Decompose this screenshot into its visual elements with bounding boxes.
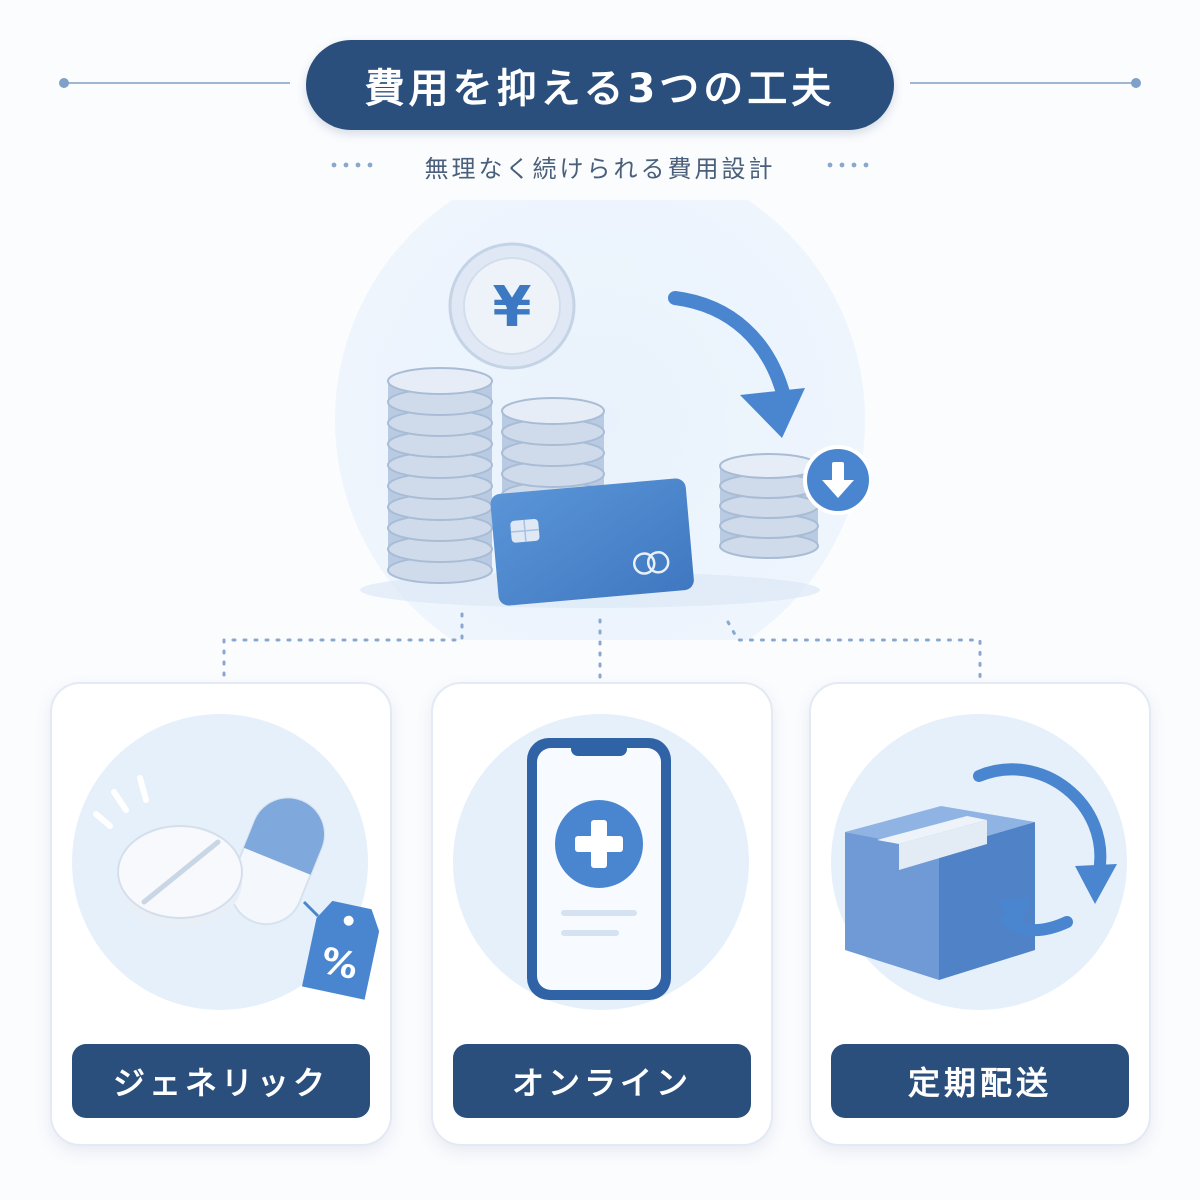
box-with-cycle-arrows-icon — [831, 714, 1127, 1010]
yen-coin-icon: ¥ — [448, 242, 576, 370]
curved-arrow-icon — [668, 291, 805, 438]
page-subtitle: 無理なく続けられる費用設計 — [424, 154, 776, 183]
dotted-connectors — [222, 612, 982, 684]
down-arrow-badge-icon — [803, 445, 870, 515]
credit-card-icon — [490, 478, 694, 606]
coin-stack-tall-icon — [387, 367, 493, 584]
card-generic: % ジェネリック — [50, 682, 392, 1146]
discount-tag-text: % — [317, 940, 361, 988]
card-label-generic: ジェネリック — [72, 1044, 370, 1118]
card-label-online: オンライン — [453, 1044, 751, 1118]
header-decoration — [59, 78, 1141, 168]
hero-illustration: ¥ — [335, 200, 870, 640]
yen-symbol: ¥ — [493, 275, 532, 340]
card-regular-delivery: 定期配送 — [809, 682, 1151, 1146]
pills-with-discount-tag-icon: % — [72, 714, 380, 1010]
card-online: オンライン — [431, 682, 773, 1146]
coin-stack-small-icon — [719, 453, 819, 559]
smartphone-medical-cross-icon — [453, 714, 749, 1010]
card-label-regular-delivery: 定期配送 — [831, 1044, 1129, 1118]
page-title: 費用を抑える3つの工夫 — [306, 40, 894, 130]
